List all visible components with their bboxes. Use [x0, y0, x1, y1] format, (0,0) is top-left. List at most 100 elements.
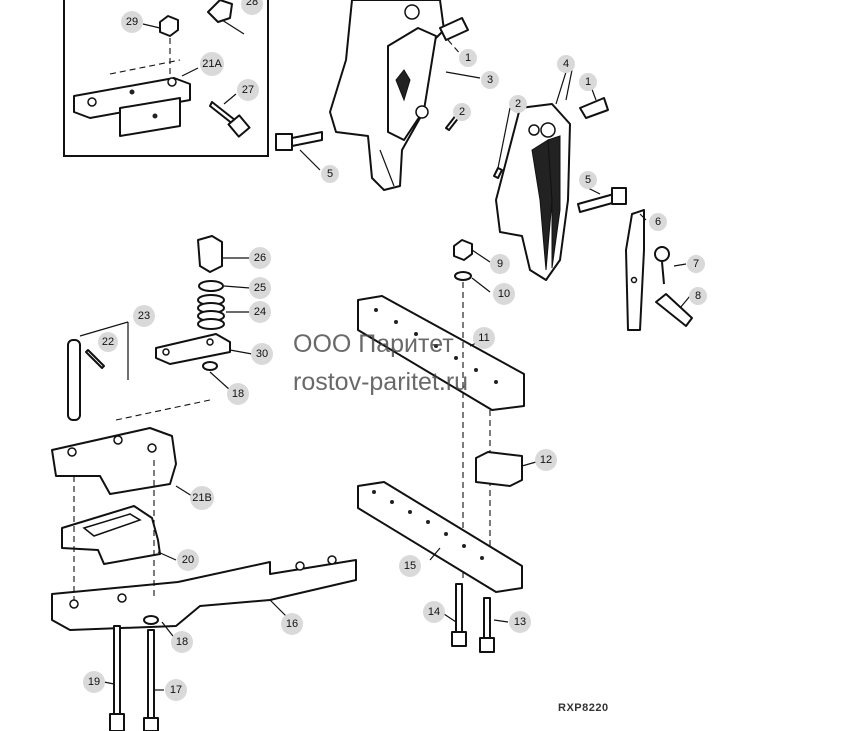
ring-pin-7 [654, 246, 670, 285]
callout-22: 22 [98, 332, 118, 352]
callout-24: 24 [249, 301, 271, 323]
callout-19: 19 [83, 671, 105, 693]
callout-15-label: 15 [404, 560, 416, 572]
callout-10-label: 10 [498, 288, 510, 300]
callout-21A: 21A [200, 52, 224, 76]
callout-14: 14 [423, 601, 445, 623]
pin-1-upper [439, 17, 469, 41]
inset-detail-box [63, 0, 269, 157]
callout-2-right-label: 2 [515, 98, 521, 110]
callout-1-right-label: 1 [585, 76, 591, 88]
callout-5-upper: 5 [321, 165, 339, 183]
callout-25: 25 [249, 277, 271, 299]
callout-10: 10 [493, 283, 515, 305]
callout-18-lower: 18 [171, 631, 193, 653]
watermark-company: ООО Паритет [293, 330, 454, 358]
bolt-14 [451, 583, 467, 647]
callout-29-label: 29 [126, 16, 138, 28]
callout-26: 26 [249, 247, 271, 269]
callout-19-label: 19 [88, 676, 100, 688]
callout-14-label: 14 [428, 606, 440, 618]
callout-13-label: 13 [514, 616, 526, 628]
drawbar-support-11 [357, 295, 525, 411]
callout-30: 30 [251, 343, 273, 365]
callout-15: 15 [399, 555, 421, 577]
spring-pin-22 [85, 349, 105, 369]
callout-24-label: 24 [254, 306, 266, 318]
callout-12-label: 12 [540, 454, 552, 466]
callout-16: 16 [281, 613, 303, 635]
hitch-bracket-4 [495, 71, 571, 281]
block-12 [475, 451, 523, 487]
drawing-code: RXP8220 [558, 702, 609, 714]
callout-9-label: 9 [497, 258, 503, 270]
callouts: 29 28 21A 27 1 3 2 5 4 1 2 5 6 7 8 26 25… [83, 0, 707, 701]
callout-26-label: 26 [254, 252, 266, 264]
callout-7: 7 [687, 255, 705, 273]
callout-3: 3 [481, 71, 499, 89]
callout-11-label: 11 [478, 332, 489, 344]
callout-13: 13 [509, 611, 531, 633]
callout-30-label: 30 [256, 348, 268, 360]
callout-25-label: 25 [254, 282, 266, 294]
callout-22-label: 22 [102, 336, 114, 348]
callout-6-label: 6 [655, 216, 661, 228]
callout-9: 9 [490, 254, 510, 274]
callout-11: 11 [473, 327, 495, 349]
callout-23-label: 23 [138, 310, 150, 322]
callout-28: 28 [241, 0, 263, 15]
callout-4: 4 [557, 55, 575, 73]
callout-6: 6 [649, 213, 667, 231]
watermark-site: rostov-paritet.ru [293, 368, 469, 396]
callout-20-label: 20 [182, 554, 194, 566]
washer-10 [454, 271, 472, 281]
callout-27: 27 [237, 79, 259, 101]
hitch-bracket-3 [329, 0, 445, 191]
callout-23: 23 [133, 305, 155, 327]
callout-21B: 21B [190, 486, 214, 510]
callout-29: 29 [121, 11, 143, 33]
callout-27-label: 27 [242, 84, 254, 96]
callout-1-upper-label: 1 [465, 52, 471, 64]
plate-20 [61, 505, 161, 565]
callout-18-upper-label: 18 [232, 388, 244, 400]
callout-16-label: 16 [286, 618, 298, 630]
callout-7-label: 7 [693, 258, 699, 270]
bolt-5-upper [275, 131, 323, 171]
drawbar-15 [357, 481, 523, 593]
pin-1-right [579, 97, 609, 119]
callout-12: 12 [535, 449, 557, 471]
callout-2-upper-label: 2 [459, 106, 465, 118]
callout-17: 17 [165, 679, 187, 701]
bolt-17 [143, 615, 159, 731]
pin-8 [655, 293, 693, 327]
callout-8-label: 8 [695, 290, 701, 302]
callout-1-upper: 1 [459, 49, 477, 67]
callout-20: 20 [177, 549, 199, 571]
callout-2-upper: 2 [453, 103, 471, 121]
bolt-13 [479, 597, 495, 653]
spring-pin-2-right [493, 167, 503, 179]
bolt-19 [109, 625, 125, 731]
callout-3-label: 3 [487, 74, 493, 86]
callout-18-upper: 18 [227, 383, 249, 405]
callout-4-label: 4 [563, 58, 569, 70]
callout-5-upper-label: 5 [327, 168, 333, 180]
drawbar-16 [51, 555, 357, 631]
callout-1-right: 1 [579, 73, 597, 91]
leader-lines [103, 23, 691, 691]
callout-18-lower-label: 18 [176, 636, 188, 648]
block-21B [51, 427, 177, 495]
callout-2-right: 2 [509, 95, 527, 113]
callout-5-right: 5 [579, 171, 597, 189]
bolt-5-right [577, 187, 627, 213]
callout-17-label: 17 [170, 684, 182, 696]
callout-28-label: 28 [246, 0, 258, 8]
callout-8: 8 [689, 287, 707, 305]
spring-assembly [155, 235, 253, 371]
pin-23 [67, 321, 129, 421]
callout-5-right-label: 5 [585, 174, 591, 186]
callout-21B-label: 21B [192, 492, 212, 504]
nut-9 [453, 239, 473, 261]
